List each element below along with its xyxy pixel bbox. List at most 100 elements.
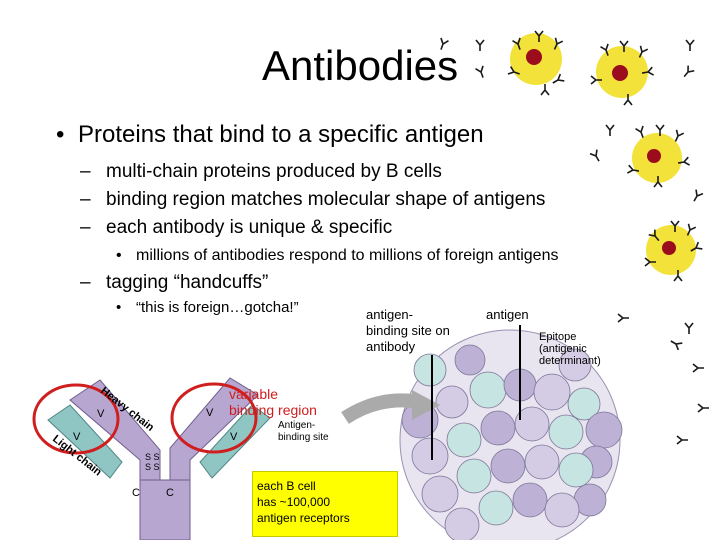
antibody-y-icon <box>673 270 683 282</box>
antigen-binding-site-label: Antigen- binding site <box>278 420 329 444</box>
lattice-sphere <box>469 371 507 409</box>
b-cell-receptor-note: each B cell has ~100,000 antigen recepto… <box>252 471 398 537</box>
lattice-sphere <box>533 373 571 411</box>
light-chain-left <box>47 404 123 479</box>
binding-site-line-2: binding site on <box>366 323 450 338</box>
variable-line-1: variable <box>229 386 279 402</box>
lattice-sphere <box>411 437 449 475</box>
antigen-lattice-spheres <box>401 344 623 540</box>
antibody-y-icon <box>670 220 680 232</box>
antibody-y-icon <box>589 149 600 162</box>
slide-title: Antibodies <box>262 42 459 89</box>
bullet-dash: – <box>80 272 91 293</box>
lattice-sphere <box>512 482 548 518</box>
antibody-y-icon <box>641 66 655 76</box>
antibody-y-icon <box>605 124 615 136</box>
region-v-heavy-left: V <box>97 408 105 420</box>
lattice-sphere <box>490 448 526 484</box>
antibody-y-icon <box>683 65 695 78</box>
epitope-line-2: (antigenic <box>539 343 587 355</box>
sub-bullet-3: –each antibody is unique & specific <box>80 217 392 239</box>
antibody-y-icon <box>644 257 656 267</box>
bullet-dot: • <box>116 299 122 316</box>
bullet-dot: • <box>56 121 65 148</box>
sub-sub-bullet: • millions of antibodies respond to milli… <box>116 247 558 265</box>
lattice-sphere <box>558 452 594 488</box>
bullet-dash: – <box>80 189 91 210</box>
antibody-y-icon <box>619 40 629 52</box>
binding-site-line-1: antigen- <box>366 307 413 322</box>
lattice-sphere <box>514 406 550 442</box>
b-cell-nucleus <box>662 241 676 255</box>
antigen-lattice <box>399 329 623 540</box>
sub-sub-bullet-text: millions of antibodies respond to millio… <box>136 247 559 264</box>
disulfide-label-2: S S <box>145 462 160 472</box>
region-v-light-left: V <box>73 431 81 443</box>
b-cell-1 <box>510 33 562 85</box>
b-cell-3 <box>632 133 682 183</box>
antibody-y-icon <box>684 322 694 334</box>
region-v-heavy-right: V <box>206 407 214 419</box>
lattice-sphere <box>585 411 623 449</box>
bullet-main: • Proteins that bind to a specific antige… <box>56 121 484 149</box>
epitope-line-3: determinant) <box>539 355 601 367</box>
antibody-stem <box>139 479 191 540</box>
antibody-y-icon <box>540 84 550 96</box>
antigen-label: antigen <box>486 307 529 322</box>
lattice-sphere <box>524 444 560 480</box>
antibody-y-icon <box>512 37 521 50</box>
lattice-sphere <box>454 344 486 376</box>
lattice-sphere <box>558 348 592 382</box>
antigen-binding-site-line-1: Antigen- <box>278 420 316 431</box>
b-cell-4 <box>646 225 696 275</box>
antibody-y-icon <box>697 403 709 413</box>
lattice-sphere <box>544 492 580 528</box>
antibody-y-icon <box>677 156 691 166</box>
antibody-y-icon <box>653 176 663 188</box>
antibody-y-icon <box>626 164 640 174</box>
antibody-y-icon <box>507 66 520 75</box>
antibody-y-icon <box>685 39 695 51</box>
note-line-2: has ~100,000 <box>257 495 331 509</box>
sub-bullet-1: –multi-chain proteins produced by B cell… <box>80 161 442 183</box>
antibody-y-icon <box>440 37 449 50</box>
sub-bullet-2: –binding region matches molecular shape … <box>80 189 545 211</box>
antibody-y-icon <box>590 75 602 85</box>
variable-region-circle-right <box>170 382 258 454</box>
lattice-sphere <box>446 422 482 458</box>
sub-bullet-1-text: multi-chain proteins produced by B cells <box>106 161 442 182</box>
antibody-y-icon <box>617 313 629 323</box>
epitope-label: Epitope (antigenic determinant) <box>539 331 601 367</box>
bullet-main-text: Proteins that bind to a specific antigen <box>78 121 484 148</box>
b-cell-nucleus <box>526 49 542 65</box>
variable-binding-region-label: variable binding region <box>229 386 317 418</box>
antibody-y-icon <box>676 435 688 445</box>
bullet-dash: – <box>80 217 91 238</box>
antibody-y-icon <box>475 65 484 78</box>
antibody-y-icon <box>638 45 649 58</box>
region-v-light-right: V <box>230 431 238 443</box>
antibody-y-icon <box>692 363 704 373</box>
b-cell-nucleus <box>647 149 661 163</box>
disulfide-label-1: S S <box>145 452 160 462</box>
antibody-y-icon <box>534 30 544 42</box>
arrow-head <box>412 390 440 420</box>
sub-bullet-tagging: –tagging “handcuffs” <box>80 272 268 294</box>
region-c-left: C <box>132 487 140 499</box>
variable-line-2: binding region <box>229 402 317 418</box>
antibody-y-icon <box>686 223 697 236</box>
lattice-sphere <box>480 410 516 446</box>
sub-sub-bullet-tagging-text: “this is foreign…gotcha!” <box>136 299 299 316</box>
lattice-sphere <box>444 507 480 540</box>
bullet-dot: • <box>116 247 122 264</box>
light-chain-right <box>199 404 271 479</box>
note-line-3: antigen receptors <box>257 511 350 525</box>
lattice-sphere <box>456 458 492 494</box>
antibody-y-icon <box>475 39 485 51</box>
lattice-sphere <box>478 490 514 526</box>
sub-bullet-2-text: binding region matches molecular shape o… <box>106 189 546 210</box>
antibody-y-icon <box>693 189 704 202</box>
variable-region-circle-left <box>32 383 120 455</box>
epitope-line-1: Epitope <box>539 331 577 343</box>
